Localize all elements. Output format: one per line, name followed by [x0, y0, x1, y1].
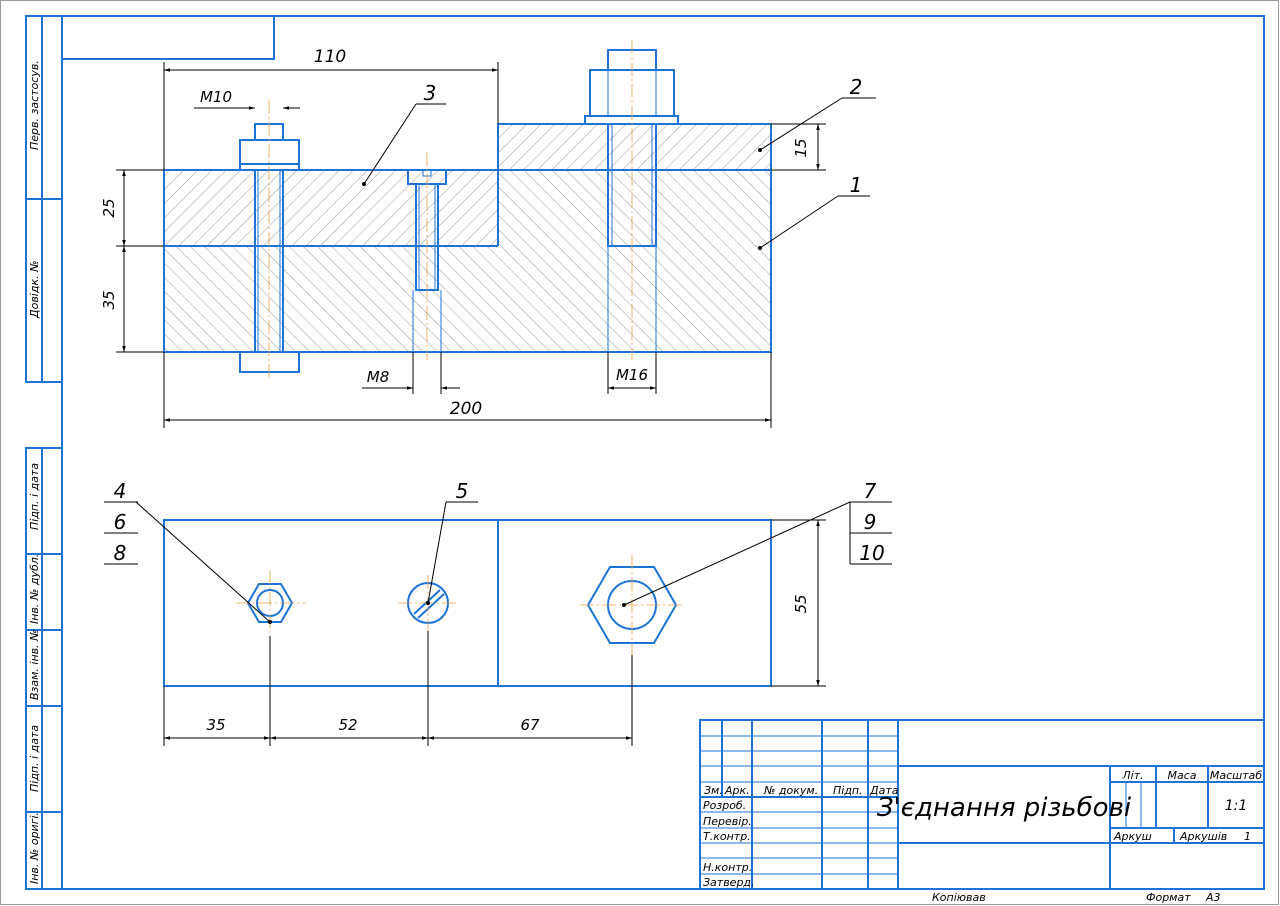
callout-right-3: 10	[859, 541, 884, 565]
label-part-1: 1	[850, 173, 863, 197]
dim-200: 200	[450, 399, 482, 419]
side-inv-orig: Інв. № оригі.	[28, 812, 41, 884]
tb-scale-value: 1:1	[1225, 798, 1248, 814]
tb-row-perevir: Перевір.	[703, 815, 752, 828]
side-pidp-2: Підп. і дата	[28, 725, 41, 792]
tb-masshtab: Масштаб	[1210, 769, 1262, 782]
dim-15: 15	[792, 138, 810, 157]
plan-view: 4 6 8 5 7 9 10 55 35 52 67	[104, 479, 892, 746]
tb-row-nkontr: Н.контр.	[703, 861, 752, 874]
tb-format: Формат	[1146, 891, 1191, 904]
dim-m8: M8	[367, 368, 390, 386]
tb-format-value: А3	[1205, 891, 1221, 904]
dim-25: 25	[100, 198, 118, 217]
side-stamp-lower	[25, 447, 63, 890]
callout-mid: 5	[456, 479, 469, 503]
dim-35: 35	[100, 290, 118, 309]
side-stamp-upper	[25, 15, 63, 383]
tb-arkush: Аркуш	[1113, 830, 1152, 843]
bolt-m10	[239, 100, 300, 380]
title-block: Зм. Арк. № докум. Підп. Дата Розроб. Пер…	[699, 719, 1265, 904]
tb-masa: Маса	[1167, 769, 1196, 782]
part-2-plate	[498, 124, 771, 170]
screw-m8	[407, 152, 447, 360]
callout-left-1: 4	[114, 479, 127, 503]
side-pidp-1: Підп. і дата	[28, 463, 41, 530]
tb-row-rozrob: Розроб.	[703, 799, 746, 812]
side-dovid: Довідк. №	[28, 260, 41, 319]
tb-lit: Літ.	[1121, 769, 1143, 782]
tb-col-dokum: № докум.	[763, 784, 818, 797]
callout-left-3: 8	[114, 541, 127, 565]
dim-m10: M10	[200, 88, 232, 106]
dim-55: 55	[792, 594, 810, 613]
front-view: 110 M10 3 2 1 15 25 35	[100, 40, 876, 428]
tb-col-ark: Арк.	[724, 784, 750, 797]
callout-right-2: 9	[864, 510, 877, 534]
callout-right-1: 7	[864, 479, 877, 503]
side-inv-dubl: Інв. № дубл.	[28, 554, 41, 624]
top-left-stamp	[62, 16, 275, 60]
tb-row-tkontr: Т.контр.	[703, 830, 751, 843]
stud-m16	[584, 40, 679, 360]
dim-m16: M16	[616, 366, 648, 384]
tb-title: З'єднання різьбові	[877, 793, 1132, 823]
tb-arkushiv-value: 1	[1244, 830, 1251, 843]
tb-col-zm: Зм.	[704, 784, 723, 797]
tb-kopiyuvav: Копіював	[932, 891, 986, 904]
label-part-2: 2	[850, 75, 863, 99]
tb-col-pidp: Підп.	[833, 784, 863, 797]
dim-110: 110	[314, 47, 346, 67]
dim-plan-35: 35	[206, 716, 225, 734]
tb-arkushiv: Аркушів	[1179, 830, 1227, 843]
part-3-plate	[164, 170, 498, 246]
dim-plan-52: 52	[338, 716, 357, 734]
side-perv: Перв. застосув.	[28, 60, 41, 150]
label-part-3: 3	[424, 81, 437, 105]
tb-col-data: Дата	[869, 784, 899, 797]
tb-row-zatverd: Затверд.	[703, 876, 755, 889]
callout-left-2: 6	[114, 510, 127, 534]
dim-plan-67: 67	[520, 716, 540, 734]
side-vzam: Взам. інв. №	[28, 629, 41, 700]
